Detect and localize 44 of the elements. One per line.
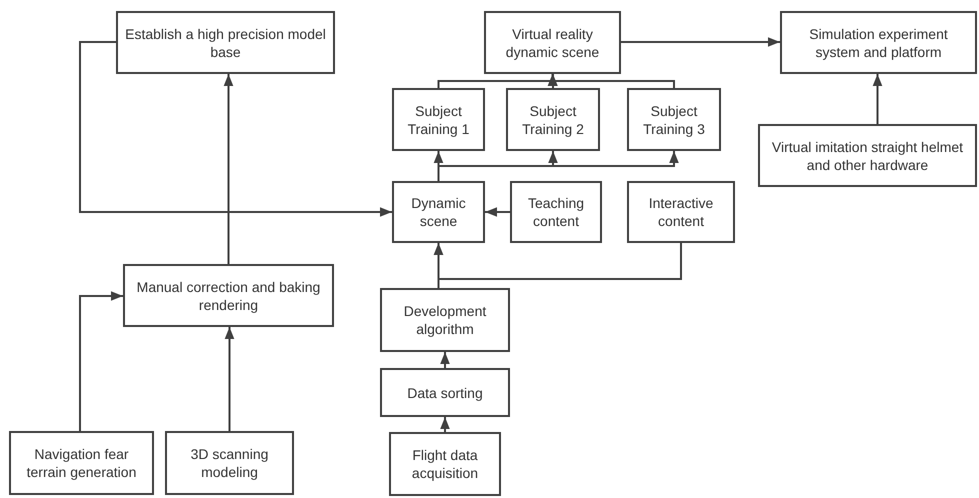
box-label: Data sorting <box>407 384 483 402</box>
arrow <box>621 37 780 47</box>
process-box <box>165 431 294 495</box>
arrow <box>440 352 450 368</box>
box-label: Development algorithm <box>402 302 488 338</box>
box-label: Flight data acquisition <box>410 446 480 482</box>
process-box <box>484 11 621 74</box>
box-label: Establish a high precision model base <box>124 24 327 60</box>
box-label: Simulation experiment system and platform <box>808 24 949 60</box>
box-label: Interactive content <box>648 194 714 230</box>
arrow <box>79 291 123 431</box>
process-box <box>123 264 334 327</box>
box-label: Navigation fear terrain generation <box>26 445 138 481</box>
box-label: 3D scanning modeling <box>190 445 270 481</box>
arrow <box>224 327 234 431</box>
arrow <box>79 41 392 217</box>
process-box <box>780 11 977 74</box>
arrow <box>434 243 682 280</box>
process-box <box>627 88 721 151</box>
process-box <box>510 181 602 243</box>
arrow <box>224 74 234 264</box>
arrow <box>872 74 882 124</box>
box-label: Virtual imitation straight helmet and other hardware <box>770 138 964 174</box>
box-label: Teaching content <box>526 194 586 230</box>
process-box <box>380 368 510 417</box>
box-label: Subject Training 1 <box>406 102 470 138</box>
process-box <box>392 88 485 151</box>
box-label: Dynamic scene <box>410 194 467 230</box>
process-box <box>116 11 335 74</box>
process-box <box>389 432 501 496</box>
box-label: Virtual reality dynamic scene <box>504 24 600 60</box>
process-box <box>506 88 600 151</box>
process-box <box>380 288 510 352</box>
arrow <box>485 207 510 217</box>
arrow <box>438 151 679 181</box>
box-label: Subject Training 2 <box>521 102 585 138</box>
arrow <box>440 417 450 432</box>
process-box <box>392 181 485 243</box>
box-label: Manual correction and baking rendering <box>136 278 322 314</box>
arrow <box>548 74 675 88</box>
process-box <box>758 124 977 187</box>
process-box <box>9 431 154 495</box>
box-label: Subject Training 3 <box>642 102 706 138</box>
process-box <box>627 181 735 243</box>
